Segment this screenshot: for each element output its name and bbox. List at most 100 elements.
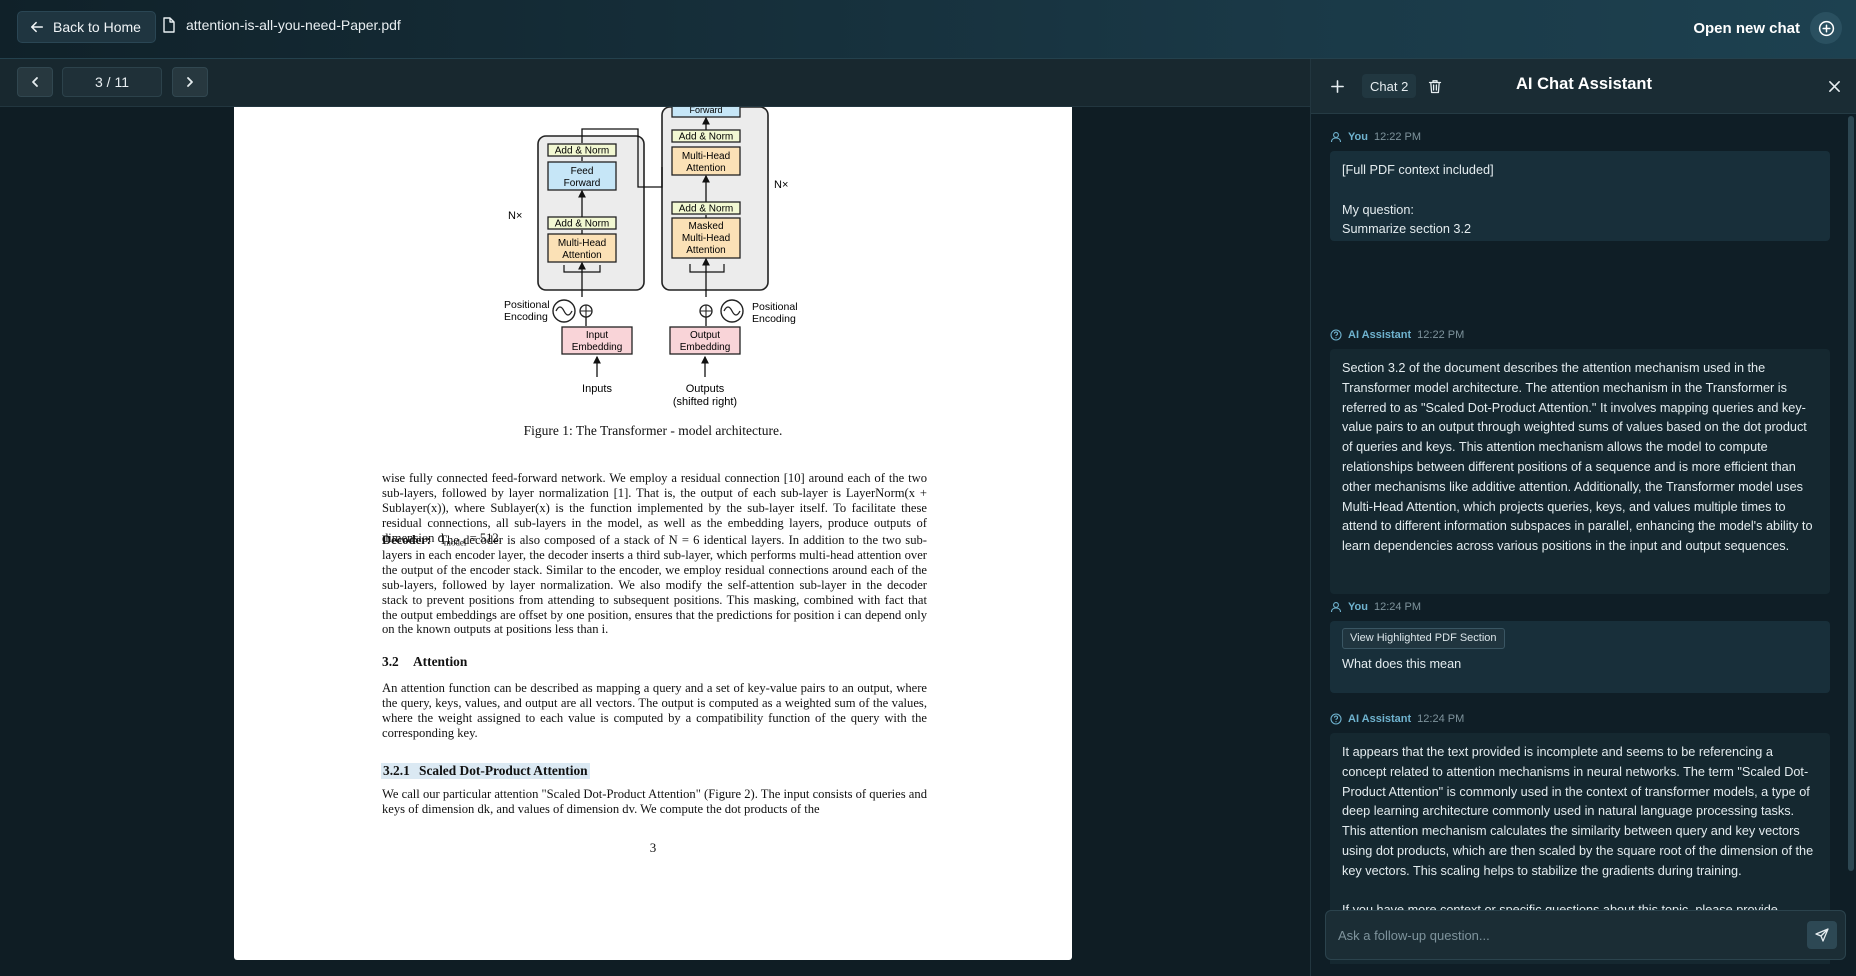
para1-text: wise fully connected feed-forward networ…	[382, 471, 927, 545]
help-circle-icon	[1330, 329, 1342, 341]
page-indicator: 3 / 11	[62, 67, 162, 97]
para1-subscript: model	[443, 537, 467, 548]
trash-icon	[1428, 79, 1442, 93]
message-list[interactable]: You 12:22 PM [Full PDF context included]…	[1311, 114, 1856, 964]
figure-caption: Figure 1: The Transformer - model archit…	[523, 423, 783, 438]
message-time: 12:22 PM	[1373, 131, 1422, 143]
page-number: 3	[649, 840, 657, 855]
decoder-masked-line1: Masked	[688, 221, 723, 232]
encoder-add-norm-top: Add & Norm	[555, 146, 609, 157]
help-circle-icon	[1330, 713, 1342, 725]
pdf-page: Add & Norm Feed Forward Add & Norm Multi…	[234, 107, 1072, 960]
input-emb-line1: Input	[586, 330, 608, 341]
close-icon	[1828, 80, 1840, 92]
send-icon	[1815, 928, 1829, 942]
message-time: 12:24 PM	[1373, 601, 1422, 613]
message-text: [Full PDF context included] My question:…	[1342, 163, 1494, 237]
chat-scrollbar[interactable]	[1848, 116, 1854, 871]
encoder-add-norm-bottom: Add & Norm	[555, 219, 609, 230]
decoder-masked-line3: Attention	[686, 245, 725, 256]
outputs-label-1: Outputs	[686, 383, 725, 395]
file-icon	[163, 17, 175, 33]
decoder-mha-line1: Multi-Head	[682, 151, 730, 162]
message-meta: You 12:24 PM	[1330, 601, 1421, 613]
file-name-label: attention-is-all-you-need-Paper.pdf	[186, 17, 401, 33]
page-navigation: 3 / 11	[0, 59, 1310, 107]
new-chat-tab-button[interactable]	[1327, 76, 1347, 96]
arrow-left-icon	[30, 21, 44, 33]
pos-enc-left-1: Positional	[504, 299, 550, 311]
subsection-heading-highlighted[interactable]: 3.2.1 Scaled Dot-Product Attention	[381, 763, 590, 779]
delete-chat-button[interactable]	[1425, 75, 1445, 97]
file-name: attention-is-all-you-need-Paper.pdf	[162, 17, 401, 33]
outputs-label-2: (shifted right)	[673, 396, 737, 408]
section-heading-3-2: 3.2 Attention	[382, 654, 467, 670]
input-emb-line2: Embedding	[572, 342, 623, 353]
paragraph-decoder: Decoder: The decoder is also composed of…	[382, 533, 927, 637]
output-emb-line2: Embedding	[680, 342, 731, 353]
plus-circle-icon	[1810, 12, 1842, 44]
top-bar: Back to Home attention-is-all-you-need-P…	[0, 0, 1856, 59]
section-number: 3.2	[382, 654, 399, 669]
message-time: 12:24 PM	[1417, 713, 1465, 725]
open-new-chat-label: Open new chat	[1693, 19, 1800, 37]
message-author: AI Assistant	[1348, 329, 1412, 341]
user-message-bubble: [Full PDF context included] My question:…	[1330, 151, 1830, 241]
message-author: You	[1348, 131, 1368, 143]
encoder-nx-label: N×	[508, 210, 522, 222]
subsection-title: Scaled Dot-Product Attention	[419, 763, 588, 778]
encoder-block	[537, 135, 645, 291]
back-to-home-button[interactable]: Back to Home	[17, 11, 156, 43]
paragraph-feed-forward: wise fully connected feed-forward networ…	[382, 471, 927, 550]
message-author: You	[1348, 601, 1368, 613]
user-icon	[1330, 602, 1342, 613]
message-text: What does this mean	[1342, 657, 1462, 671]
user-message-bubble: View Highlighted PDF Section What does t…	[1330, 621, 1830, 693]
output-emb-line1: Output	[690, 330, 720, 341]
open-new-chat-button[interactable]: Open new chat	[1693, 12, 1842, 44]
next-page-button[interactable]	[172, 67, 208, 97]
chevron-left-icon	[32, 77, 38, 87]
follow-up-input-container	[1325, 910, 1846, 960]
chat-tab[interactable]: Chat 2	[1362, 74, 1417, 98]
message-time: 12:22 PM	[1417, 329, 1465, 341]
decoder-text: The decoder is also composed of a stack …	[382, 533, 927, 637]
user-icon	[1330, 132, 1342, 143]
close-chat-button[interactable]	[1825, 77, 1843, 95]
pos-enc-right-2: Encoding	[752, 313, 796, 325]
decoder-forward-top: Forward	[689, 107, 722, 115]
chat-title: AI Chat Assistant	[1516, 75, 1652, 93]
back-to-home-label: Back to Home	[53, 19, 141, 35]
chat-panel: Chat 2 AI Chat Assistant You 12:22 PM [F…	[1310, 59, 1856, 976]
assistant-message-bubble: Section 3.2 of the document describes th…	[1330, 349, 1830, 594]
decoder-nx-label: N×	[774, 179, 788, 191]
message-meta: You 12:22 PM	[1330, 131, 1421, 143]
paragraph-attention: An attention function can be described a…	[382, 681, 927, 740]
message-author: AI Assistant	[1348, 713, 1412, 725]
plus-icon	[1330, 79, 1344, 93]
follow-up-input[interactable]	[1338, 911, 1778, 959]
chevron-right-icon	[187, 77, 193, 87]
decoder-masked-line2: Multi-Head	[682, 233, 730, 244]
encoder-ff-line1: Feed	[571, 166, 594, 177]
decoder-add-norm-top: Add & Norm	[679, 132, 733, 143]
message-meta: AI Assistant 12:22 PM	[1330, 329, 1464, 341]
message-text: Section 3.2 of the document describes th…	[1342, 361, 1813, 554]
pos-enc-left-2: Encoding	[504, 311, 548, 323]
send-button[interactable]	[1807, 921, 1837, 949]
para1-end: = 512.	[466, 530, 502, 545]
chat-header: Chat 2 AI Chat Assistant	[1311, 59, 1856, 114]
decoder-mha-line2: Attention	[686, 163, 725, 174]
message-meta: AI Assistant 12:24 PM	[1330, 713, 1464, 725]
decoder-add-norm-bottom: Add & Norm	[679, 204, 733, 215]
section-title: Attention	[413, 654, 468, 669]
inputs-label: Inputs	[582, 383, 612, 395]
decoder-label: Decoder:	[382, 533, 431, 547]
transformer-diagram: Add & Norm Feed Forward Add & Norm Multi…	[504, 107, 798, 408]
view-highlighted-section-button[interactable]: View Highlighted PDF Section	[1342, 628, 1505, 649]
previous-page-button[interactable]	[17, 67, 53, 97]
encoder-mha-line1: Multi-Head	[558, 238, 606, 249]
pos-enc-right-1: Positional	[752, 301, 798, 313]
subsection-number: 3.2.1	[383, 763, 410, 778]
paragraph-scaled-dot-product: We call our particular attention "Scaled…	[382, 787, 927, 816]
